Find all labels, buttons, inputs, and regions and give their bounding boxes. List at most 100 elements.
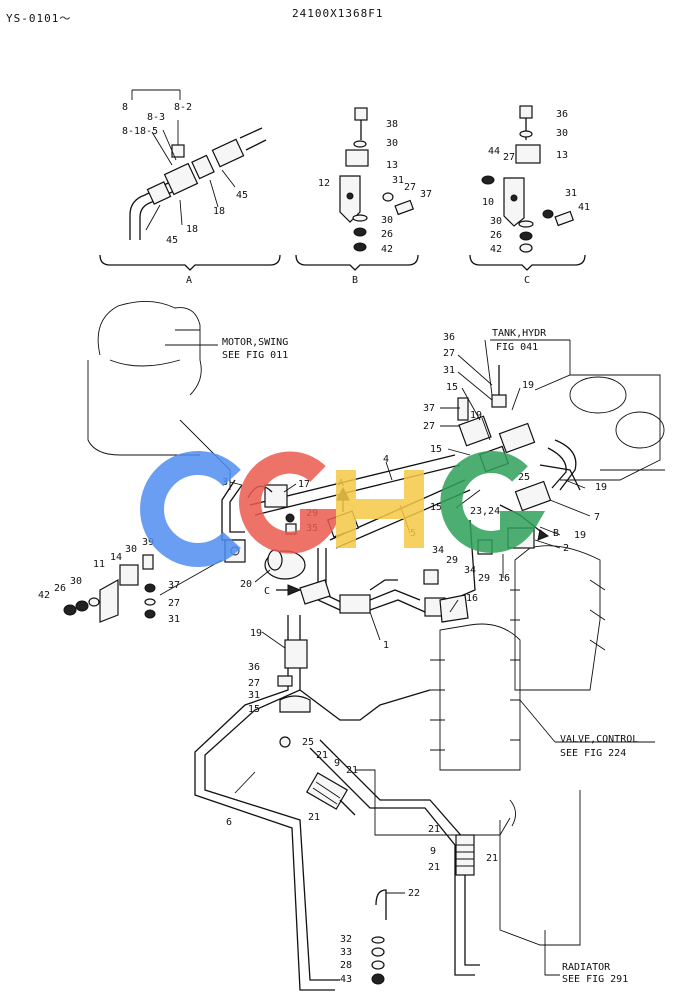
left-group-callouts: 11 14 30 39 37 27 31 42 26 30 (38, 537, 180, 625)
callout-19-tank-top: 19 (522, 380, 534, 391)
valve-control-see: SEE FIG 224 (560, 748, 626, 759)
ref-radiator: RADIATOR SEE FIG 291 (562, 962, 628, 985)
callout-15-tank: 15 (446, 382, 458, 393)
detail-c: 36 30 13 44 27 10 31 41 30 26 42 C (469, 105, 590, 286)
callout-9-union-top: 9 (334, 758, 340, 769)
callout-19-lower: 19 (250, 628, 262, 639)
callout-14: 14 (110, 552, 122, 563)
callout-25-tank: 25 (518, 472, 530, 483)
callout-7: 7 (594, 512, 600, 523)
callout-15-tank-mid: 15 (430, 444, 442, 455)
callout-21-rad-low: 21 (428, 862, 440, 873)
tank-hydr-name: TANK,HYDR (492, 328, 547, 339)
callout-26-left: 26 (54, 583, 66, 594)
callout-28: 28 (340, 960, 352, 971)
callout-c-26: 26 (490, 230, 502, 241)
callout-17: 17 (298, 479, 310, 490)
callout-16-tank: 16 (498, 573, 510, 584)
ref-valve-control: VALVE,CONTROL SEE FIG 224 (560, 734, 638, 759)
callout-b-arrow: B (553, 528, 559, 539)
callout-31-lower: 31 (248, 690, 260, 701)
callout-22: 22 (408, 888, 420, 899)
valve-control-name: VALVE,CONTROL (560, 734, 638, 745)
callout-b-27: 27 (404, 182, 416, 193)
callout-42-left: 42 (38, 590, 50, 601)
callout-20: 20 (240, 579, 252, 590)
callout-25-lower: 25 (302, 737, 314, 748)
callout-21-rad-top: 21 (428, 824, 440, 835)
callout-37-left: 37 (168, 580, 180, 591)
callout-c-41: 41 (578, 202, 590, 213)
detail-a-label: A (186, 275, 192, 286)
motor-swing-name: MOTOR,SWING (222, 337, 288, 348)
callout-b-37: 37 (420, 189, 432, 200)
callout-11: 11 (93, 559, 105, 570)
callout-a-18-top: 18 (213, 206, 225, 217)
callout-29-tank: 29 (478, 573, 490, 584)
serial-range: YS-0101～ (6, 12, 71, 25)
tank-hydr-see: FIG 041 (496, 342, 538, 353)
leader-lines (229, 339, 591, 894)
radiator-outline (355, 769, 581, 976)
callout-a-8: 8 (122, 102, 128, 113)
callout-c-13: 13 (556, 150, 568, 161)
ref-motor-swing: MOTOR,SWING SEE FIG 011 (222, 337, 288, 361)
detail-c-label: C (524, 275, 530, 286)
callout-9-rad: 9 (430, 846, 436, 857)
callout-b-26: 26 (381, 229, 393, 240)
callout-b-30-low: 30 (381, 215, 393, 226)
callout-a-8-1: 8-1 (122, 126, 140, 137)
callout-2: 2 (563, 543, 569, 554)
callout-c-42: 42 (490, 244, 502, 255)
callout-b-38: 38 (386, 119, 398, 130)
tank-outline (490, 339, 665, 481)
callout-27-left: 27 (168, 598, 180, 609)
callout-c-31: 31 (565, 188, 577, 199)
ref-tank-hydr: TANK,HYDR FIG 041 (492, 328, 547, 353)
callout-31-tank: 31 (443, 365, 455, 376)
callout-a-18-low: 18 (186, 224, 198, 235)
callout-15-lower: 15 (248, 704, 260, 715)
radiator-name: RADIATOR (562, 962, 611, 973)
callout-c-30-low: 30 (490, 216, 502, 227)
callout-34-tank: 34 (464, 565, 476, 576)
callout-21-rad-right: 21 (486, 853, 498, 864)
callout-21-union-right: 21 (346, 765, 358, 776)
callout-34-center: 34 (432, 545, 444, 556)
callout-6: 6 (226, 817, 232, 828)
tank-group-callouts: 36 27 31 15 19 37 27 19 15 25 19 15 23,2… (423, 332, 607, 584)
radiator-see: SEE FIG 291 (562, 974, 628, 985)
callout-29-center-low: 29 (446, 555, 458, 566)
callout-15-tank-low: 15 (430, 502, 442, 513)
callout-19-tank-mid: 19 (470, 410, 482, 421)
callout-39: 39 (142, 537, 154, 548)
callout-1: 1 (383, 640, 389, 651)
callout-33: 33 (340, 947, 352, 958)
callout-36-tank: 36 (443, 332, 455, 343)
callout-27-tank: 27 (443, 348, 455, 359)
callout-27-tank-low: 27 (423, 421, 435, 432)
callout-c-27: 27 (503, 152, 515, 163)
callout-36-lower: 36 (248, 662, 260, 673)
callout-30-left: 30 (125, 544, 137, 555)
callout-31-left: 31 (168, 614, 180, 625)
callout-16-center: 16 (466, 593, 478, 604)
callout-c-36: 36 (556, 109, 568, 120)
callout-43: 43 (340, 974, 352, 985)
lower-group-callouts: 19 36 27 31 15 25 6 21 9 21 21 21 9 21 2… (226, 628, 498, 985)
detail-b: 38 30 13 12 31 27 37 30 26 42 B (295, 107, 432, 286)
callout-a-8-2: 8-2 (174, 102, 192, 113)
callout-c-44: 44 (488, 146, 500, 157)
callout-19-tank-right: 19 (595, 482, 607, 493)
callout-32: 32 (340, 934, 352, 945)
callout-4: 4 (383, 454, 389, 465)
callout-19-tank-low: 19 (574, 530, 586, 541)
callout-c-30-top: 30 (556, 128, 568, 139)
callout-a-45-left: 45 (166, 235, 178, 246)
callout-30-left-low: 30 (70, 576, 82, 587)
callout-b-13: 13 (386, 160, 398, 171)
callout-c-10: 10 (482, 197, 494, 208)
motor-swing-see: SEE FIG 011 (222, 350, 288, 361)
callout-a-8-5: 8-5 (140, 126, 158, 137)
